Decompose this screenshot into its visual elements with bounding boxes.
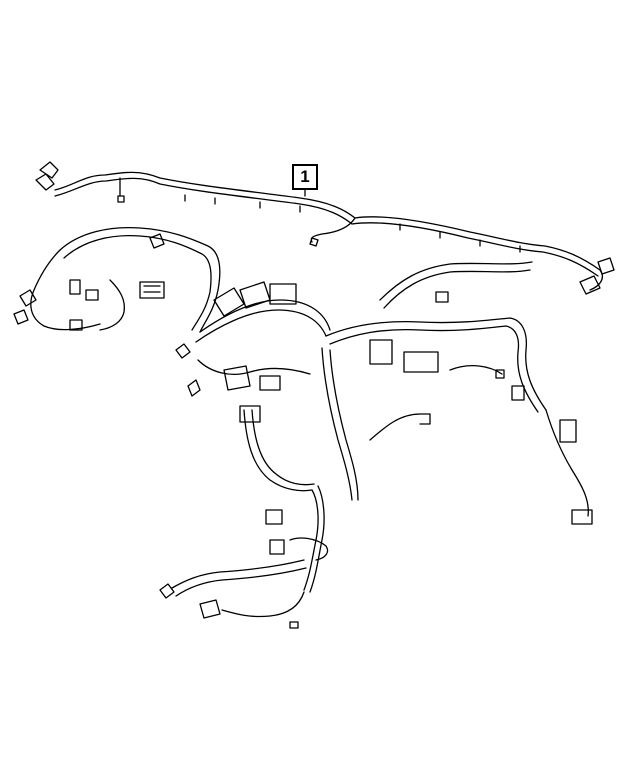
- center-trunk: [265, 347, 359, 593]
- left-harness-section: [13, 226, 221, 333]
- central-harness-junction: [175, 281, 331, 492]
- right-harness-section: [325, 261, 593, 525]
- upper-harness-branch: [35, 161, 615, 295]
- callout-number-1: 1: [292, 164, 318, 190]
- lower-harness-branch: [159, 559, 307, 629]
